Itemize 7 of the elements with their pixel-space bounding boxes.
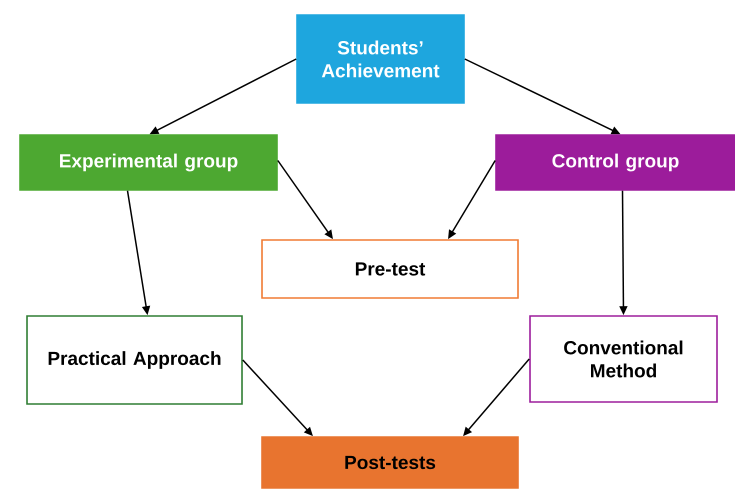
process-box: Control group xyxy=(495,134,735,191)
process-box: Conventional Method xyxy=(529,315,718,403)
process-box: Post-tests xyxy=(261,436,519,489)
process-box: Practical Approach xyxy=(26,315,243,405)
process-box: Pre-test xyxy=(261,239,519,299)
process-box: Students’ Achievement xyxy=(296,14,465,104)
process-box: Experimental group xyxy=(19,134,278,191)
